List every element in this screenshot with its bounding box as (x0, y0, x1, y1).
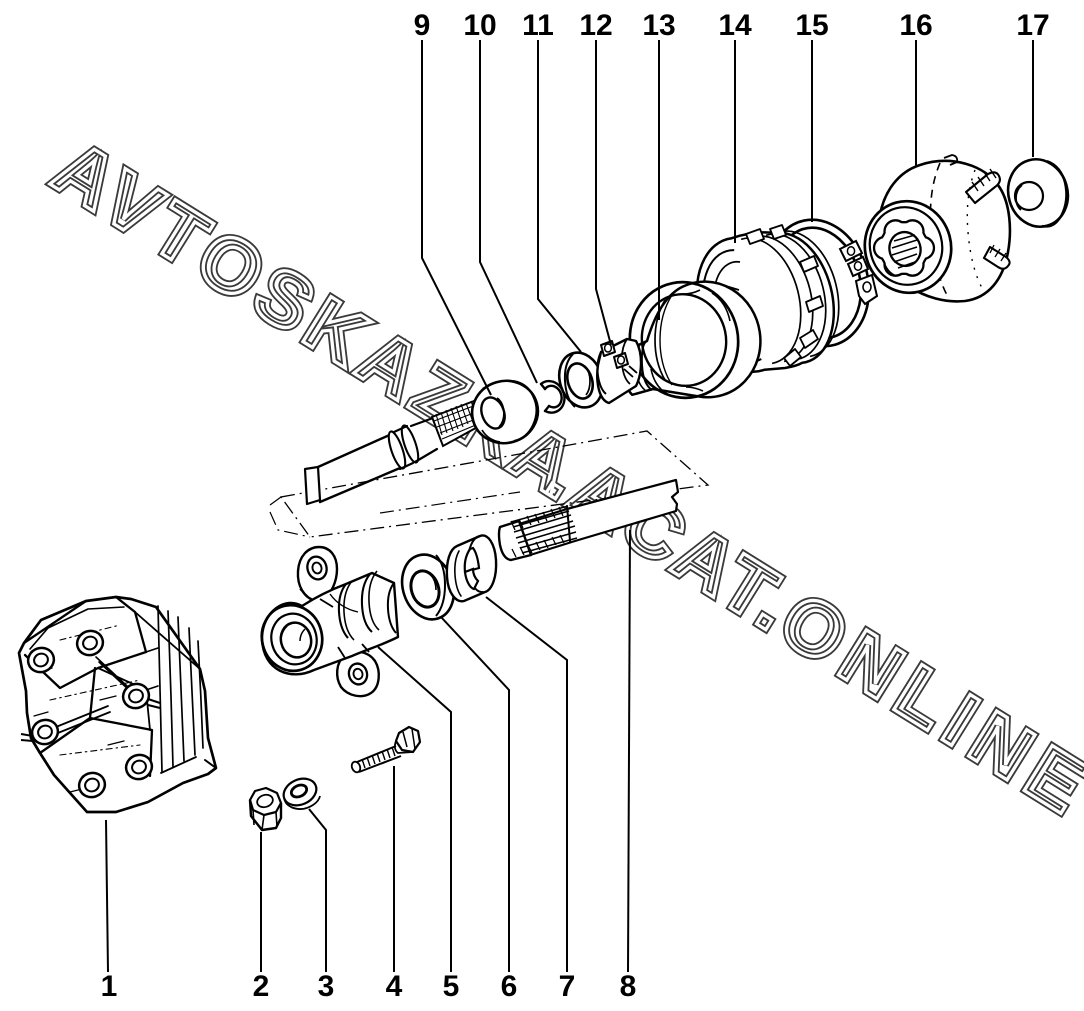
svg-text:17: 17 (1016, 9, 1049, 42)
svg-text:14: 14 (718, 9, 752, 42)
svg-text:12: 12 (579, 9, 612, 42)
svg-text:16: 16 (899, 9, 932, 42)
svg-text:5: 5 (443, 970, 460, 1003)
svg-text:9: 9 (414, 9, 431, 42)
svg-text:13: 13 (642, 9, 675, 42)
svg-text:1: 1 (101, 970, 118, 1003)
svg-text:7: 7 (559, 970, 576, 1003)
svg-text:15: 15 (795, 9, 828, 42)
svg-text:3: 3 (318, 970, 335, 1003)
svg-text:10: 10 (463, 9, 496, 42)
svg-text:2: 2 (253, 970, 270, 1003)
svg-text:11: 11 (522, 9, 554, 42)
svg-text:4: 4 (386, 970, 403, 1003)
svg-text:6: 6 (501, 970, 518, 1003)
svg-text:8: 8 (620, 970, 637, 1003)
